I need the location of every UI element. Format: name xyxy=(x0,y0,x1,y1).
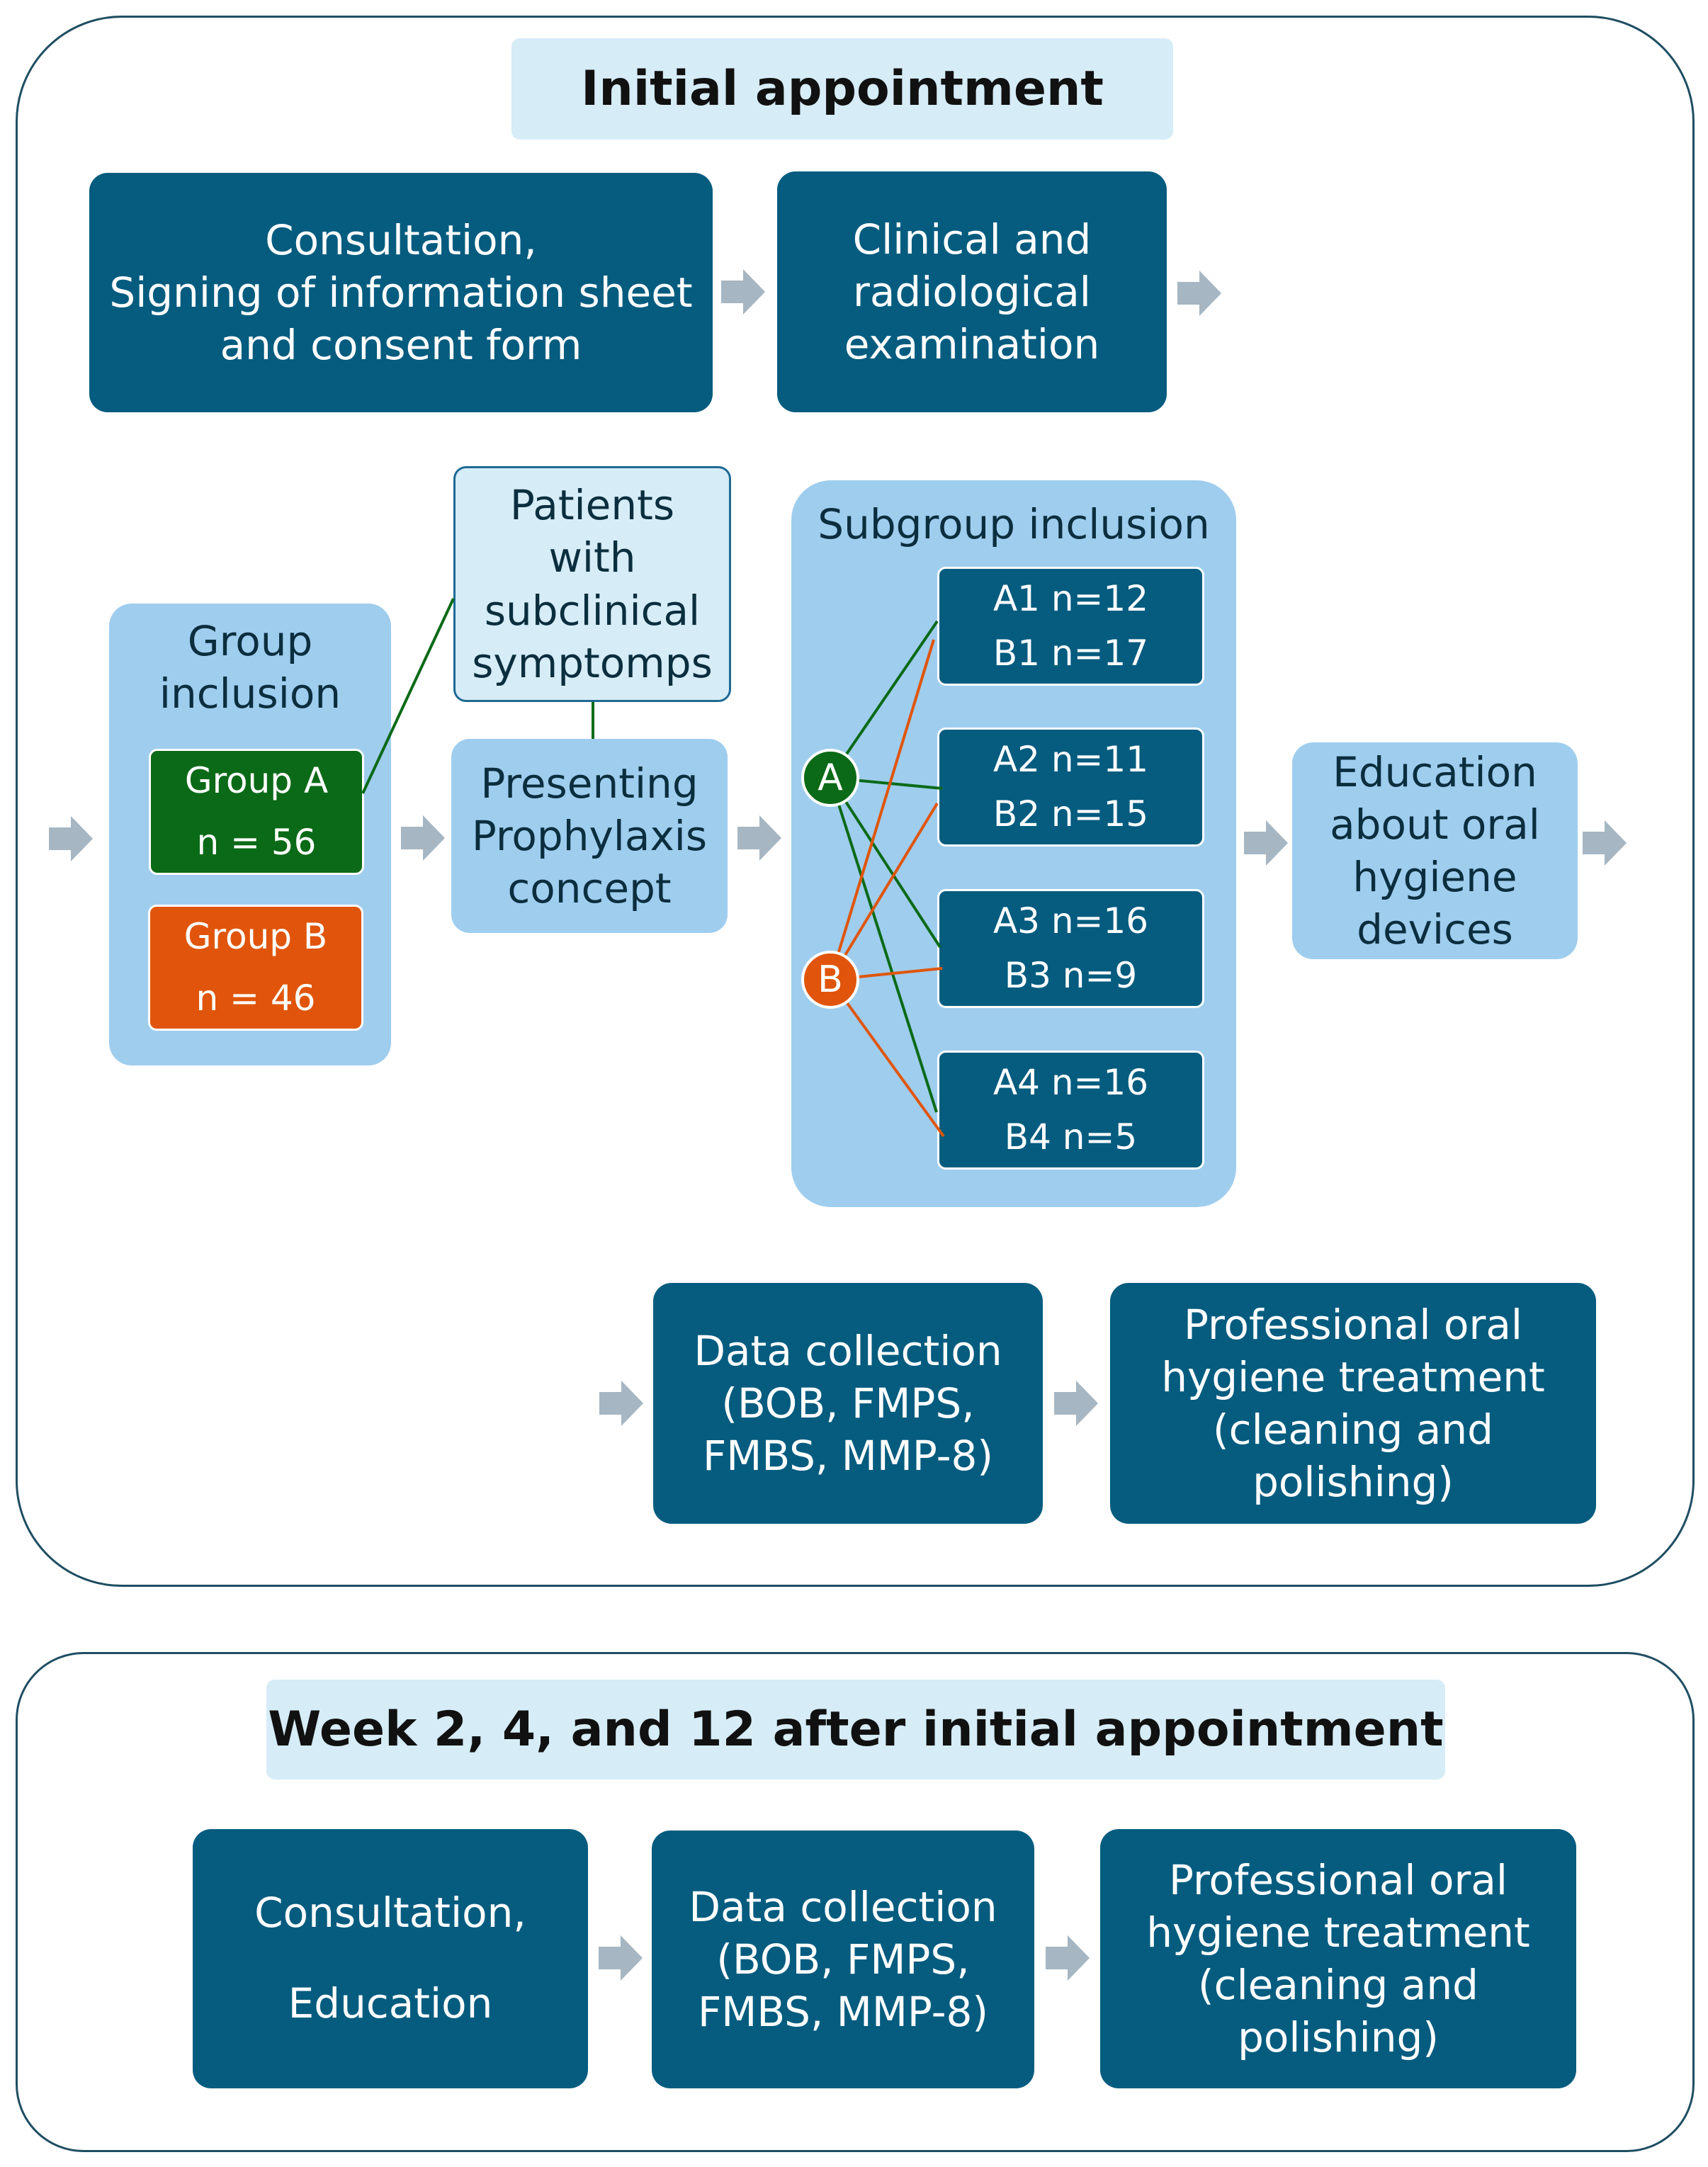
arrow-prophylaxis-subgroup xyxy=(737,815,781,861)
data-collection-box: Data collection (BOB, FMPS, FMBS, MMP-8) xyxy=(653,1283,1043,1524)
subgroup-1-box: A1 n=12 B1 n=17 xyxy=(937,567,1204,686)
consultation-box: Consultation, Signing of information she… xyxy=(89,173,713,412)
followup-title: Week 2, 4, and 12 after initial appointm… xyxy=(266,1680,1445,1780)
arrow-group-prophylaxis xyxy=(401,815,445,861)
subgroup-4-box: A4 n=16 B4 n=5 xyxy=(937,1051,1204,1170)
arrow-subgroup-education xyxy=(1244,820,1288,866)
subgroup-2-box: A2 n=11 B2 n=15 xyxy=(937,728,1204,847)
arrow-exam-out xyxy=(1177,271,1221,316)
node-a-connectors xyxy=(829,620,943,1113)
initial-appointment-title: Initial appointment xyxy=(511,38,1173,140)
followup-consultation-box: Consultation, Education xyxy=(193,1829,588,2088)
node-b-label: B xyxy=(818,958,843,1001)
arrow-followup-consult-data xyxy=(599,1935,643,1981)
node-b-circle xyxy=(801,951,859,1009)
node-a-label: A xyxy=(818,757,843,799)
arrow-consultation-exam xyxy=(721,269,765,315)
arrow-data-professional xyxy=(1054,1381,1098,1426)
professional-treatment-box: Professional oral hygiene treatment (cle… xyxy=(1110,1283,1596,1524)
arrow-group-in xyxy=(49,816,93,861)
group-inclusion-label: Group inclusion xyxy=(159,617,341,718)
group-b-box: Group B n = 46 xyxy=(148,905,363,1031)
subgroup-3-box: A3 n=16 B3 n=9 xyxy=(937,889,1204,1008)
group-a-box: Group A n = 56 xyxy=(149,749,364,875)
connector-groupa-subclinical xyxy=(361,598,455,794)
subclinical-symptoms-box: Patients with subclinical symptomps xyxy=(453,466,731,702)
node-b-connectors xyxy=(829,639,945,1138)
examination-box: Clinical and radiological examination xyxy=(777,171,1167,412)
arrow-data-in xyxy=(599,1381,643,1426)
followup-data-collection-box: Data collection (BOB, FMPS, FMBS, MMP-8) xyxy=(652,1831,1034,2088)
node-a-circle xyxy=(801,749,859,807)
followup-professional-box: Professional oral hygiene treatment (cle… xyxy=(1100,1829,1576,2088)
arrow-followup-data-professional xyxy=(1046,1935,1090,1981)
prophylaxis-concept-box: Presenting Prophylaxis concept xyxy=(451,739,728,933)
flow-arrows xyxy=(49,269,1627,1981)
arrow-education-out xyxy=(1583,820,1627,866)
subgroup-inclusion-label: Subgroup inclusion xyxy=(818,500,1210,548)
education-box: Education about oral hygiene devices xyxy=(1292,742,1578,959)
